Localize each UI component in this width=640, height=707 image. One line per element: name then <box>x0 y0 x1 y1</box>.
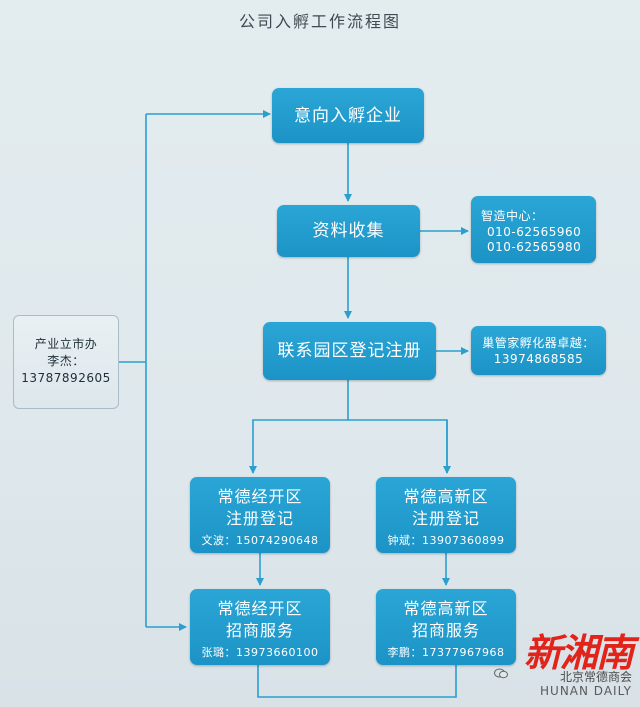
jk-register-line1: 常德经开区 <box>217 487 303 506</box>
gx-register-line2: 注册登记 <box>411 509 480 528</box>
gx-service-box: 常德高新区 招商服务 李鹏：17377967968 <box>376 589 516 665</box>
jk-register-box: 常德经开区 注册登记 文波：15074290648 <box>190 477 330 553</box>
watermark-logo-text: 新湘南 <box>523 630 634 675</box>
watermark-logo: 新湘南 北京常德商会 HUNAN DAILY <box>512 622 634 702</box>
gx-service-contact: 李鹏：17377967968 <box>387 646 505 659</box>
zhizao-phone-2: 010-62565980 <box>487 240 582 254</box>
watermark-english: HUNAN DAILY <box>540 684 632 698</box>
watermark-org: 北京常德商会 <box>559 670 632 684</box>
zhizao-box: 智造中心： 010-62565960 010-62565980 <box>471 196 596 263</box>
intent-label: 意向入孵企业 <box>294 106 402 126</box>
side-contact-box: 产业立市办 李杰： 13787892605 <box>13 315 119 409</box>
jk-service-line2: 招商服务 <box>225 621 294 640</box>
zhizao-name: 智造中心： <box>481 209 544 223</box>
gx-service-line1: 常德高新区 <box>403 599 489 618</box>
side-person: 李杰： <box>47 354 85 368</box>
side-dept: 产业立市办 <box>34 337 98 351</box>
jk-register-line2: 注册登记 <box>225 509 294 528</box>
register-label: 联系园区登记注册 <box>277 341 422 361</box>
chaoguanjia-phone: 13974868585 <box>493 352 584 366</box>
intent-box: 意向入孵企业 <box>272 88 424 143</box>
gx-register-line1: 常德高新区 <box>403 487 489 506</box>
zhizao-phone-1: 010-62565960 <box>487 225 582 239</box>
gx-register-contact: 钟斌：13907360899 <box>387 534 505 547</box>
jk-register-contact: 文波：15074290648 <box>201 534 319 547</box>
gx-service-line2: 招商服务 <box>411 621 480 640</box>
chaoguanjia-name: 巢管家孵化器卓越： <box>482 336 595 350</box>
gx-register-box: 常德高新区 注册登记 钟斌：13907360899 <box>376 477 516 553</box>
jk-service-line1: 常德经开区 <box>217 599 303 618</box>
chaoguanjia-box: 巢管家孵化器卓越： 13974868585 <box>471 326 606 375</box>
jk-service-contact: 张璐：13973660100 <box>201 646 319 659</box>
collect-label: 资料收集 <box>312 221 385 241</box>
jk-service-box: 常德经开区 招商服务 张璐：13973660100 <box>190 589 330 665</box>
side-phone: 13787892605 <box>21 371 111 385</box>
diagram-title: 公司入孵工作流程图 <box>238 12 401 31</box>
collect-box: 资料收集 <box>277 205 420 257</box>
wechat-icon <box>494 668 508 679</box>
register-box: 联系园区登记注册 <box>263 322 436 380</box>
